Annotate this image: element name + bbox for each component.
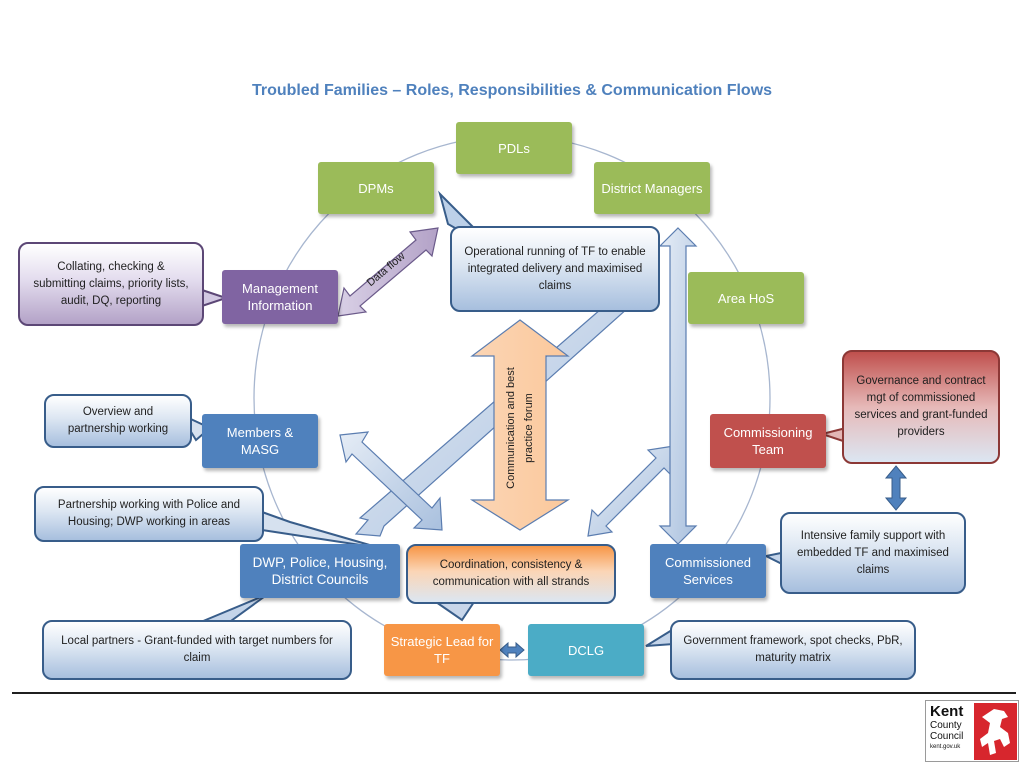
arrow-data-flow [337,227,439,317]
node-area-hos[interactable]: Area HoS [688,272,804,324]
callout-operational: Operational running of TF to enable inte… [450,226,660,312]
arrow-governance-intensive [884,465,908,511]
logo-line-4: kent.gov.uk [930,744,961,750]
node-management-information[interactable]: Management Information [222,270,338,324]
node-strategic-lead[interactable]: Strategic Lead for TF [384,624,500,676]
node-district-managers[interactable]: District Managers [594,162,710,214]
callout-overview: Overview and partnership working [44,394,192,448]
callout-governance: Governance and contract mgt of commissio… [842,350,1000,464]
node-dpms[interactable]: DPMs [318,162,434,214]
callout-government: Government framework, spot checks, PbR, … [670,620,916,680]
white-horse-icon [974,703,1017,760]
tail-coordination [432,601,476,622]
footer-divider [12,692,1016,694]
logo-line-3: Council [930,731,964,742]
callout-coordination: Coordination, consistency & communicatio… [406,544,616,604]
node-dclg[interactable]: DCLG [528,624,644,676]
node-commissioning-team[interactable]: Commissioning Team [710,414,826,468]
diagram-title: Troubled Families – Roles, Responsibilit… [251,82,773,99]
callout-local-partners: Local partners - Grant-funded with targe… [42,620,352,680]
node-members-masg[interactable]: Members & MASG [202,414,318,468]
arrow-strategic-dclg [499,641,525,659]
kent-county-council-logo: Kent County Council kent.gov.uk [925,700,1019,762]
callout-intensive: Intensive family support with embedded T… [780,512,966,594]
node-dwp-police-housing[interactable]: DWP, Police, Housing, District Councils [240,544,400,598]
callout-partnership-police: Partnership working with Police and Hous… [34,486,264,542]
logo-line-2: County [930,720,962,731]
node-commissioned-services[interactable]: Commissioned Services [650,544,766,598]
callout-collating: Collating, checking & submitting claims,… [18,242,204,326]
node-pdls[interactable]: PDLs [456,122,572,174]
arrow-forum [469,319,571,531]
logo-line-1: Kent [930,703,964,720]
arrow-commissioning-coordination [587,445,675,537]
arrow-members-coordination [339,431,443,531]
